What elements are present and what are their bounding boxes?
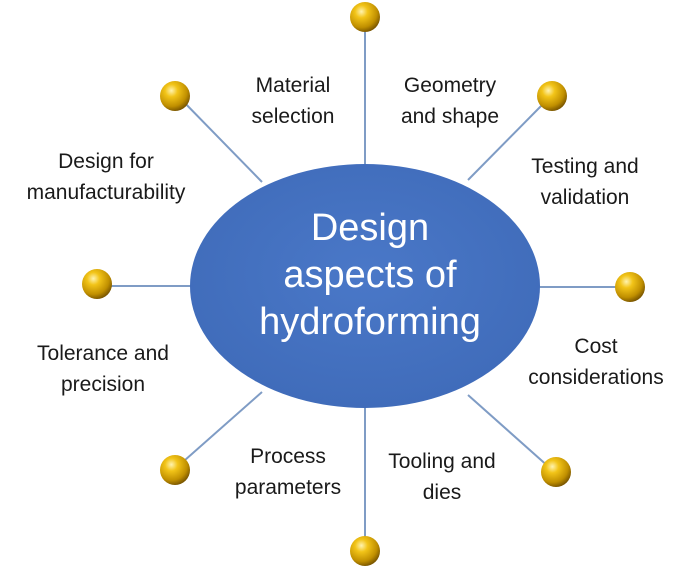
ball-bottom-right (541, 457, 571, 487)
aspect-label-design-for-manufacturability: Design for manufacturability (26, 150, 186, 204)
center-title-line: aspects of (283, 254, 457, 296)
ball-right (615, 272, 645, 302)
aspect-label-material-selection: Material selection (251, 74, 335, 128)
center-title-line: hydroforming (259, 301, 481, 343)
center-title-line: Design (310, 207, 430, 249)
aspect-label-cost-considerations: Cost considerations (528, 335, 664, 389)
spoke-top-right (467, 101, 546, 181)
ball-top-left (160, 81, 190, 111)
center-title: Design aspects of hydroforming (200, 205, 540, 346)
aspect-label-geometry-and-shape: Geometry and shape (400, 74, 500, 128)
ball-top (350, 2, 380, 32)
ball-top-right (537, 81, 567, 111)
aspect-label-testing-and-validation: Testing and validation (531, 155, 639, 209)
spoke-top-left (177, 95, 263, 183)
spoke-bottom-left (175, 391, 263, 469)
ball-bottom (350, 536, 380, 566)
ball-left (82, 269, 112, 299)
ball-bottom-left (160, 455, 190, 485)
center-hub (190, 164, 540, 408)
aspect-label-tolerance-and-precision: Tolerance and precision (37, 342, 169, 396)
aspect-label-process-parameters: Process parameters (234, 445, 342, 499)
spoke-bottom-right (467, 394, 551, 469)
aspect-label-tooling-and-dies: Tooling and dies (388, 450, 496, 504)
